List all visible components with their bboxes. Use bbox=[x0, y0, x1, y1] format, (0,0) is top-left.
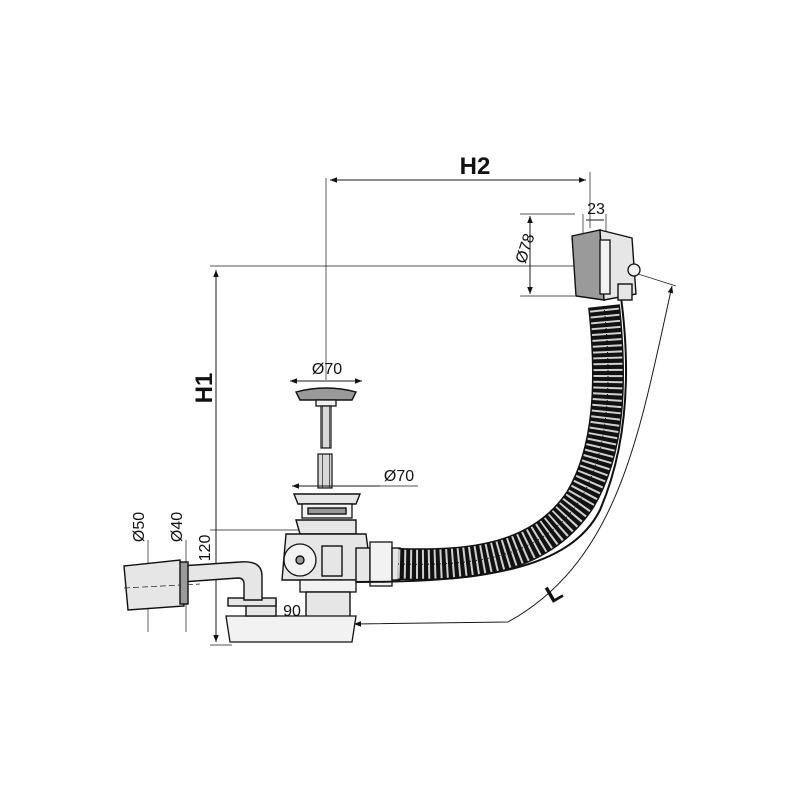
d23-label: 23 bbox=[587, 201, 605, 218]
spring bbox=[317, 453, 333, 489]
h2-label: H2 bbox=[460, 153, 491, 180]
overflow-connector bbox=[355, 541, 401, 587]
d78-label: Ø78 bbox=[513, 232, 539, 266]
drain-body bbox=[225, 519, 373, 643]
d70-top-label: Ø70 bbox=[312, 361, 342, 378]
dim-d50-d40: Ø50 Ø40 bbox=[131, 512, 187, 632]
overflow-hose bbox=[355, 289, 627, 583]
plug-head: Ø70 bbox=[290, 361, 362, 449]
l-label: L bbox=[541, 578, 567, 609]
d50-label: Ø50 bbox=[131, 512, 148, 542]
d70-mid-label: Ø70 bbox=[384, 468, 414, 485]
h2-dimension: H2 bbox=[325, 153, 591, 380]
overflow-head bbox=[571, 229, 641, 301]
dim-120-label: 120 bbox=[197, 535, 214, 562]
outlet-elbow bbox=[123, 559, 263, 611]
h1-label: H1 bbox=[191, 373, 218, 404]
d40-label: Ø40 bbox=[169, 512, 186, 542]
dim-120: 120 bbox=[197, 529, 305, 646]
drain-flange: Ø70 bbox=[292, 468, 418, 519]
